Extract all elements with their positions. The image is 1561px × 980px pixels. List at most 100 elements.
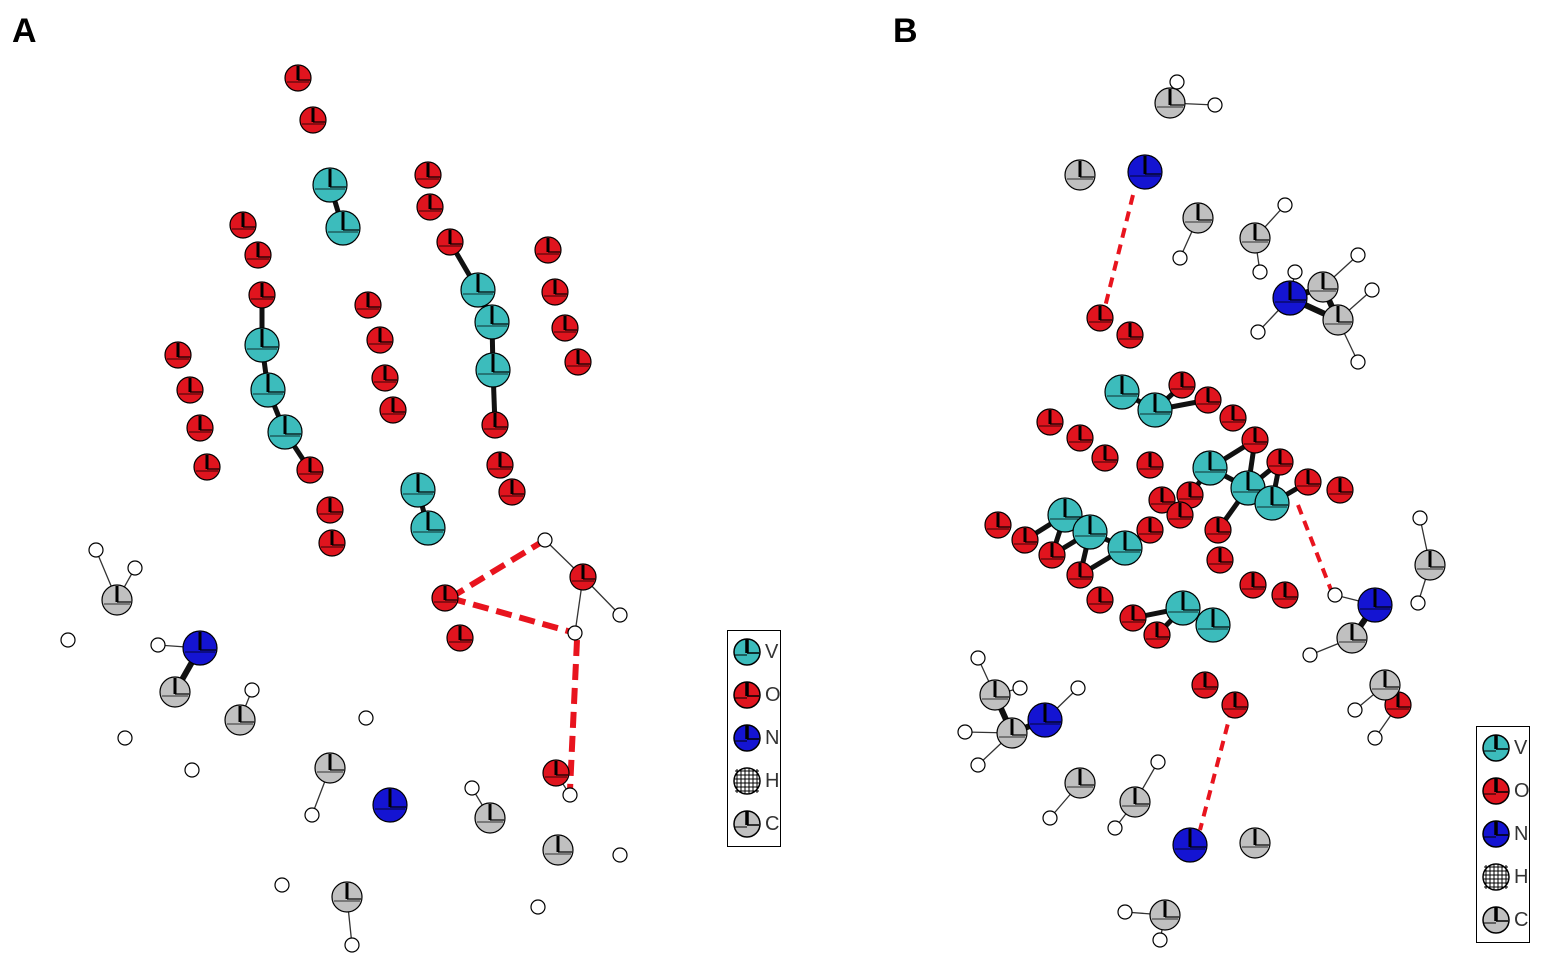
- legend-label: N: [765, 727, 780, 749]
- atom-h: [1012, 680, 1028, 696]
- atom-o: [299, 106, 327, 134]
- atom-o: [1086, 586, 1114, 614]
- hydrogen-bond: [449, 595, 576, 636]
- legend-label: H: [765, 770, 780, 792]
- atom-h: [530, 899, 546, 915]
- atom-h: [464, 780, 480, 796]
- atom-o: [1136, 516, 1164, 544]
- atom-o: [1036, 408, 1064, 436]
- atom-o: [379, 396, 407, 424]
- atom-h: [1302, 647, 1318, 663]
- atom-v: [244, 327, 280, 363]
- atom-h: [1169, 74, 1185, 90]
- atom-h: [1364, 282, 1380, 298]
- atom-v: [325, 210, 361, 246]
- atom-o: [414, 161, 442, 189]
- atom-o: [1271, 581, 1299, 609]
- atom-h: [150, 637, 166, 653]
- legend-item-h: H: [1477, 856, 1529, 899]
- hydrogen-bond: [1101, 194, 1135, 316]
- atom-o: [446, 624, 474, 652]
- atom-v: [250, 372, 286, 408]
- hydrogen-bond: [1296, 504, 1335, 596]
- atom-h: [1252, 264, 1268, 280]
- atom-o: [564, 348, 592, 376]
- atom-v: [400, 472, 436, 508]
- atom-o: [296, 456, 324, 484]
- atom-o: [1219, 404, 1247, 432]
- atom-h: [1107, 820, 1123, 836]
- atom-o: [248, 281, 276, 309]
- atom-o: [541, 278, 569, 306]
- atom-o: [176, 376, 204, 404]
- atom-c: [1064, 159, 1096, 191]
- atom-o: [1194, 386, 1222, 414]
- atom-h: [344, 937, 360, 953]
- atom-v: [1254, 485, 1290, 521]
- legend-item-o: O: [728, 674, 781, 717]
- atom-v: [267, 414, 303, 450]
- atom-o: [486, 451, 514, 479]
- atom-o: [569, 563, 597, 591]
- atom-h: [1410, 595, 1426, 611]
- atom-c-icon: [733, 810, 761, 838]
- legend-label: V: [1514, 737, 1528, 759]
- atom-o: [186, 414, 214, 442]
- atom-v: [1072, 514, 1108, 550]
- atom-v: [1165, 590, 1201, 626]
- legend-item-h: H: [728, 760, 780, 803]
- legend-label: H: [1514, 866, 1529, 888]
- legend-item-c: C: [728, 803, 780, 846]
- atom-n: [1172, 827, 1208, 863]
- atom-c: [1369, 669, 1401, 701]
- atom-c: [314, 752, 346, 784]
- atom-o: [1168, 371, 1196, 399]
- atom-o: [1038, 541, 1066, 569]
- atom-v: [460, 272, 496, 308]
- atom-h: [1327, 587, 1343, 603]
- atom-o: [1148, 486, 1176, 514]
- atom-c: [1239, 827, 1271, 859]
- atom-o: [1143, 621, 1171, 649]
- atom-o: [284, 64, 312, 92]
- atom-o: [1136, 451, 1164, 479]
- atom-o: [1066, 424, 1094, 452]
- atom-v: [312, 167, 348, 203]
- atom-c: [1414, 549, 1446, 581]
- atom-h: [184, 762, 200, 778]
- atom-n-icon: [1482, 820, 1510, 848]
- atom-o: [229, 211, 257, 239]
- atom-c: [474, 802, 506, 834]
- atom-n: [372, 787, 408, 823]
- atom-c: [996, 717, 1028, 749]
- atom-h-icon: [1482, 863, 1510, 891]
- atom-o: [1204, 516, 1232, 544]
- atom-c: [1149, 899, 1181, 931]
- atom-h: [1350, 247, 1366, 263]
- atom-c: [1119, 786, 1151, 818]
- atom-h: [957, 724, 973, 740]
- atom-o: [431, 584, 459, 612]
- atom-h: [1070, 680, 1086, 696]
- atom-c: [1336, 622, 1368, 654]
- atom-h: [970, 757, 986, 773]
- atom-h: [537, 532, 553, 548]
- atom-o: [534, 236, 562, 264]
- atom-v-icon: [1482, 734, 1510, 762]
- atom-v: [1192, 450, 1228, 486]
- atom-o: [1011, 526, 1039, 554]
- atom-v: [1107, 530, 1143, 566]
- hydrogen-bond: [448, 537, 547, 601]
- hydrogen-bonds-b: [1101, 194, 1335, 831]
- atom-o: [1326, 476, 1354, 504]
- atom-o: [416, 193, 444, 221]
- atom-h: [1042, 810, 1058, 826]
- atom-h: [1250, 324, 1266, 340]
- atom-n: [182, 630, 218, 666]
- atom-o: [318, 529, 346, 557]
- atom-h: [1350, 354, 1366, 370]
- atom-n: [1357, 587, 1393, 623]
- atom-h: [60, 632, 76, 648]
- atom-c: [542, 834, 574, 866]
